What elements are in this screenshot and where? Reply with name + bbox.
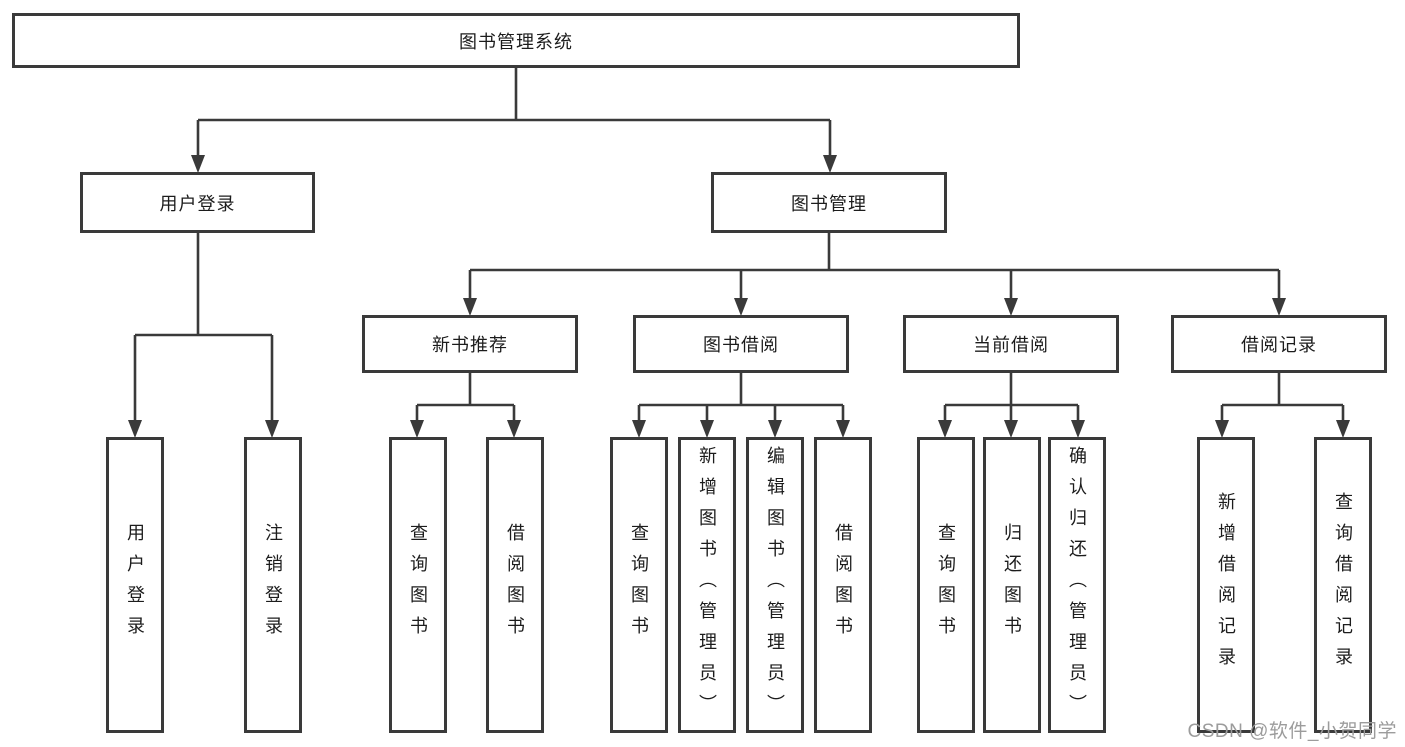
node-current-borrowing: 当前借阅 [903, 315, 1119, 373]
arrowheads [128, 155, 1350, 438]
leaf-records-query-record: 查询借阅记录 [1314, 437, 1372, 733]
leaf-current-query-books: 查询图书 [917, 437, 975, 733]
leaf-current-return-books: 归还图书 [983, 437, 1041, 733]
leaf-recommend-borrow-books: 借阅图书 [486, 437, 544, 733]
leaf-current-confirm-return-admin: 确认归还（管理员） [1048, 437, 1106, 733]
node-borrowing-records: 借阅记录 [1171, 315, 1387, 373]
leaf-user-login: 用户登录 [106, 437, 164, 733]
node-user-login: 用户登录 [80, 172, 315, 233]
leaf-borrowing-query-books: 查询图书 [610, 437, 668, 733]
node-root-system: 图书管理系统 [12, 13, 1020, 68]
leaf-records-add-record: 新增借阅记录 [1197, 437, 1255, 733]
leaf-borrowing-edit-books-admin: 编辑图书（管理员） [746, 437, 804, 733]
leaf-borrowing-borrow-books: 借阅图书 [814, 437, 872, 733]
node-book-borrowing: 图书借阅 [633, 315, 849, 373]
leaf-borrowing-add-books-admin: 新增图书（管理员） [678, 437, 736, 733]
leaf-logout: 注销登录 [244, 437, 302, 733]
node-book-management: 图书管理 [711, 172, 947, 233]
leaf-recommend-query-books: 查询图书 [389, 437, 447, 733]
node-new-book-recommend: 新书推荐 [362, 315, 578, 373]
csdn-watermark: CSDN @软件_小贺同学 [1187, 721, 1397, 742]
